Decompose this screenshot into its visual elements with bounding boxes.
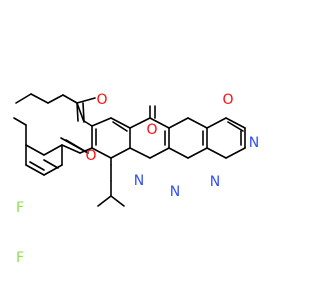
fluorine-para: F	[16, 250, 24, 266]
bond-29	[65, 139, 89, 154]
bond-13	[91, 147, 112, 159]
bond-48	[168, 147, 189, 159]
bond-7	[76, 102, 85, 123]
bond-34	[25, 164, 45, 176]
bond-22	[149, 147, 170, 159]
bond-44	[168, 117, 189, 129]
bond-lines	[13, 93, 246, 207]
ring-nitrogen-bridgehead: N	[249, 135, 259, 151]
bond-6	[82, 102, 85, 122]
imine-nitrogen: N	[134, 173, 144, 189]
bond-16	[112, 121, 128, 132]
bond-38	[43, 159, 59, 169]
bond-42	[97, 195, 112, 207]
bond-2	[47, 94, 64, 104]
bond-43	[110, 195, 125, 207]
bond-27	[61, 144, 81, 154]
ring-nitrogen-isobutyl: N	[170, 184, 180, 200]
bond-5	[76, 102, 79, 122]
atom-labels: O O O O N N N N F F	[16, 92, 259, 266]
bond-3	[62, 94, 78, 104]
bond-35	[43, 164, 63, 176]
fluorine-meta: F	[16, 200, 24, 216]
bond-53	[225, 147, 246, 159]
bond-54	[206, 147, 227, 159]
bond-0	[15, 93, 32, 104]
bond-19	[129, 117, 151, 129]
molecule-structure: O O O O N N N N F F	[13, 92, 259, 266]
bond-10	[110, 117, 131, 129]
ester-oxygen-top: O	[96, 92, 107, 108]
bond-31	[25, 144, 45, 156]
bond-20	[149, 117, 170, 129]
bond-8	[83, 120, 93, 127]
ring-nitrogen-pyrimidine: N	[210, 174, 220, 190]
bond-18	[79, 147, 93, 154]
bond-37	[29, 161, 45, 171]
bond-12	[110, 147, 131, 159]
bond-56	[227, 121, 244, 132]
bond-30	[43, 144, 63, 156]
amide-oxygen: O	[85, 148, 96, 164]
bond-4	[76, 97, 96, 104]
bond-39	[13, 117, 27, 126]
bond-51	[225, 117, 246, 129]
bond-9	[91, 117, 112, 127]
ketone-oxygen: O	[222, 92, 233, 108]
bond-50	[206, 117, 227, 129]
bond-1	[30, 93, 49, 104]
ester-carbonyl-oxygen: O	[146, 122, 157, 138]
bond-23	[129, 147, 151, 159]
bond-47	[187, 147, 208, 159]
bond-45	[187, 117, 208, 129]
